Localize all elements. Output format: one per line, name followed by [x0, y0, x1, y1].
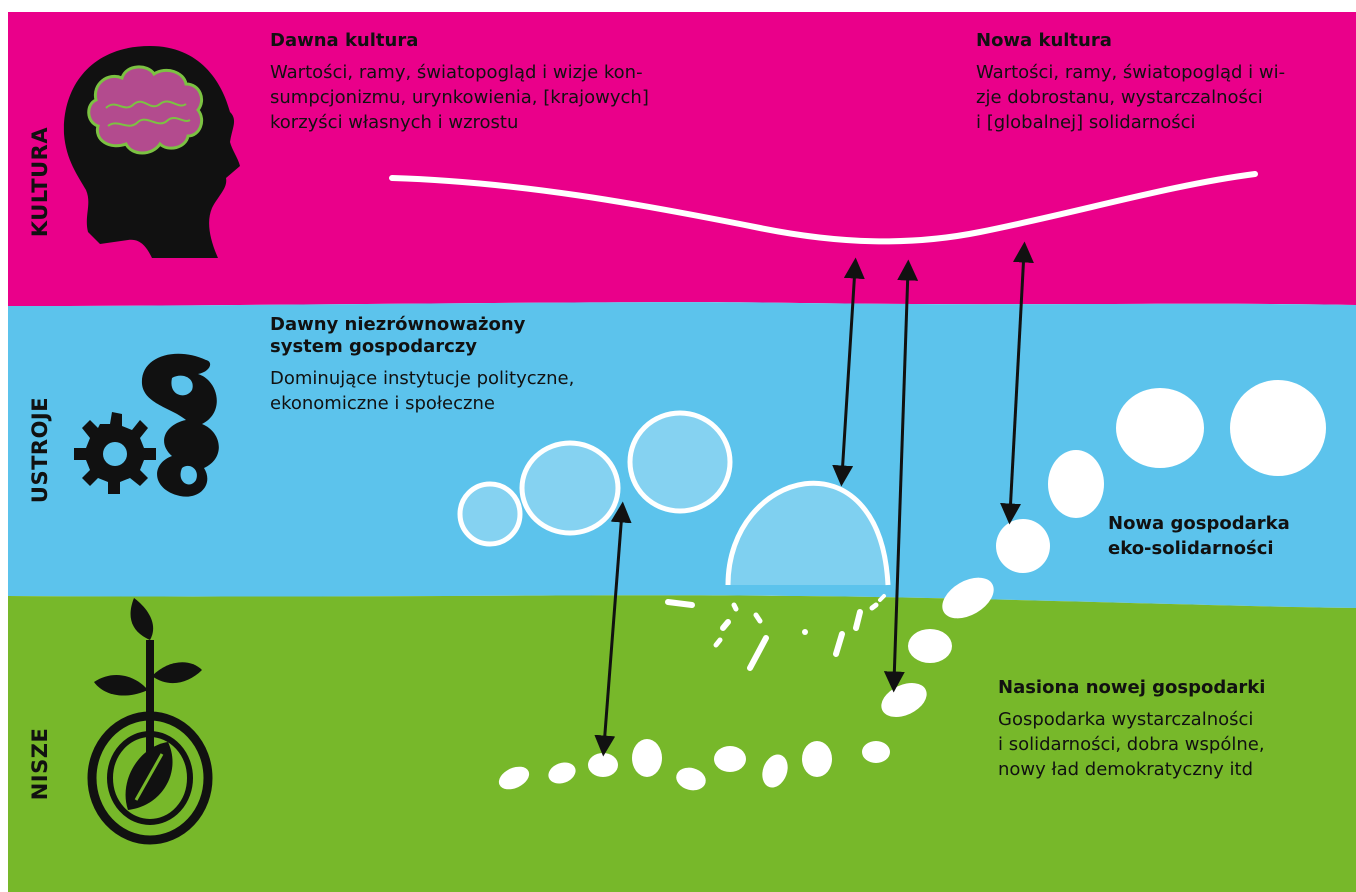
seed: [676, 767, 706, 791]
niche-seeds: [498, 739, 890, 791]
text-line: sumpcjonizmu, urynkowienia, [krajowych]: [270, 87, 649, 108]
culture-wave-line: [389, 171, 1258, 245]
niches-band: [8, 595, 1356, 892]
seed: [588, 753, 618, 777]
bubble: [908, 629, 952, 663]
double-arrow: [594, 501, 632, 757]
text-line: Gospodarka wystarczalności: [998, 709, 1254, 730]
text-line: i [globalnej] solidarności: [976, 112, 1196, 133]
text-line: nowy ład demokratyczny itd: [998, 759, 1254, 780]
seed: [498, 766, 530, 790]
double-arrow: [1000, 241, 1034, 525]
seed: [632, 739, 662, 777]
head-with-brain-icon: [63, 46, 240, 258]
new-culture-description: Wartości, ramy, światopogląd i wi- zje d…: [976, 60, 1346, 135]
seeds-description: Gospodarka wystarczalności i solidarnośc…: [998, 707, 1348, 782]
culture-band: [8, 12, 1356, 306]
text-line: Dominujące instytucje polityczne,: [270, 368, 575, 389]
bubble: [942, 577, 994, 619]
text-line: system gospodarczy: [270, 336, 477, 357]
layer-label-niches: NISZE: [28, 727, 52, 801]
text-line: Nowa gospodarka: [1108, 513, 1290, 534]
new-culture-block: Nowa kultura Wartości, ramy, światopoglą…: [976, 30, 1346, 135]
seed: [548, 762, 576, 784]
text-line: Wartości, ramy, światopogląd i wi-: [976, 62, 1286, 83]
layer-label-culture: KULTURA: [28, 126, 52, 238]
seed: [862, 741, 890, 763]
text-line: Wartości, ramy, światopogląd i wizje kon…: [270, 62, 643, 83]
text-line: i solidarności, dobra wspólne,: [998, 734, 1265, 755]
bubble: [627, 410, 733, 514]
seed: [802, 741, 832, 777]
interaction-arrows: [594, 241, 1034, 757]
old-culture-block: Dawna kultura Wartości, ramy, światopogl…: [270, 30, 750, 135]
sprouting-seed-icon: [87, 598, 213, 845]
dome-bubble: [728, 483, 888, 585]
layer-label-regimes: USTROJE: [28, 396, 52, 504]
bubble: [1230, 380, 1326, 476]
regime-bubbles-outline: [457, 410, 891, 586]
seeds-block: Nasiona nowej gospodarki Gospodarka wyst…: [998, 677, 1348, 782]
seed-fragments: [665, 594, 886, 671]
bubble: [1048, 450, 1104, 518]
old-culture-title: Dawna kultura: [270, 30, 419, 51]
gear-and-paragraph-icon: [74, 353, 219, 497]
text-line: eko-solidarności: [1108, 538, 1274, 559]
dome-outline: [725, 480, 891, 586]
seed: [714, 746, 746, 772]
double-arrow: [832, 257, 865, 487]
new-economy-title: Nowa gospodarka eko-solidarności: [1108, 511, 1348, 561]
text-line: zje dobrostanu, wystarczalności: [976, 87, 1263, 108]
new-economy-bubbles: [881, 380, 1326, 717]
text-line: korzyści własnych i wzrostu: [270, 112, 519, 133]
double-arrow: [883, 259, 919, 693]
bubble: [457, 481, 523, 547]
seed: [762, 754, 788, 788]
text-line: ekonomiczne i społeczne: [270, 393, 495, 414]
seeds-title: Nasiona nowej gospodarki: [998, 677, 1266, 698]
old-regime-description: Dominujące instytucje polityczne, ekonom…: [270, 366, 690, 416]
new-culture-title: Nowa kultura: [976, 30, 1112, 51]
text-line: Dawny niezrównoważony: [270, 314, 526, 335]
bubble: [519, 440, 621, 536]
bubble: [1116, 388, 1204, 468]
old-regime-block: Dawny niezrównoważony system gospodarczy…: [270, 314, 690, 416]
old-culture-description: Wartości, ramy, światopogląd i wizje kon…: [270, 60, 750, 135]
bubble: [996, 519, 1050, 573]
old-regime-title: Dawny niezrównoważony system gospodarczy: [270, 314, 690, 358]
